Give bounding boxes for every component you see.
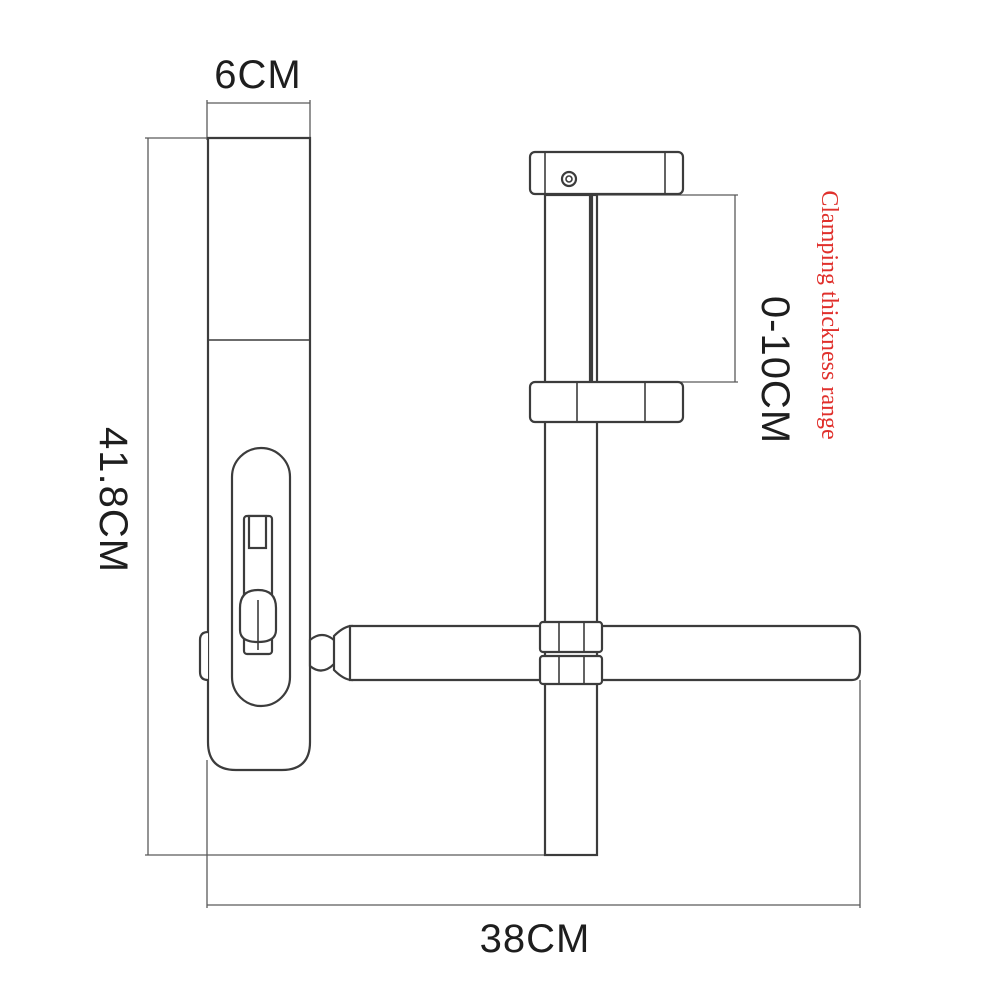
left-height-label: 41.8CM — [91, 427, 135, 573]
top-bracket-screw — [560, 170, 578, 188]
top-width-dimension: 6CM — [206, 53, 311, 140]
top-bracket-screw-center — [565, 175, 573, 183]
jaw-plate-edge — [588, 193, 594, 384]
top-width-label: 6CM — [214, 53, 301, 97]
bottom-length-dimension: 38CM — [206, 680, 861, 961]
lower-jaw-body — [528, 380, 685, 424]
lower-jaw — [528, 380, 685, 424]
upper-collar — [538, 620, 604, 654]
top-bracket — [528, 150, 685, 196]
lower-collar — [538, 654, 604, 686]
clamp-range-label: 0-10CM — [753, 296, 797, 444]
left-height-dimension: 41.8CM — [91, 137, 548, 856]
vertical-post — [543, 193, 599, 857]
top-bracket-body — [528, 150, 685, 196]
side-knob — [198, 630, 209, 682]
handle-body — [198, 136, 312, 772]
upper-collar-body — [538, 620, 604, 654]
bottom-length-label: 38CM — [480, 917, 591, 961]
lever-tip — [247, 514, 268, 550]
clamping-thickness-note: Clamping thickness range — [816, 190, 842, 439]
lower-collar-body — [538, 654, 604, 686]
horizontal-bar — [348, 624, 862, 682]
